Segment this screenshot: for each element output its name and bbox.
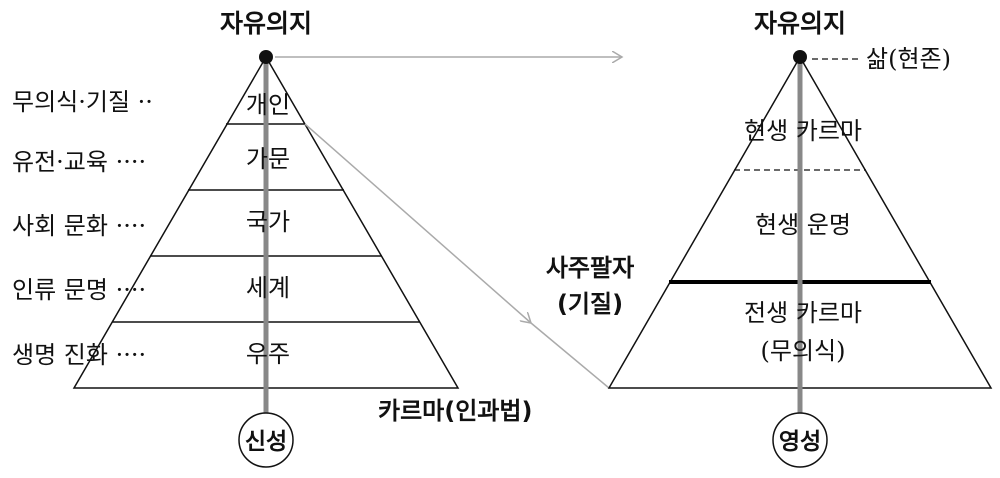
right-lower-label-1: 전생 카르마 <box>744 299 862 327</box>
right-title: 자유의지 <box>754 9 846 38</box>
left-pyramid: 자유의지 개인 가문 국가 세계 우주 무의식·기질 ·· 유전·교육 ····… <box>12 9 532 468</box>
right-side-label-1: 사주팔자 <box>546 254 634 282</box>
left-base-label: 카르마(인과법) <box>378 397 532 425</box>
right-middle-label: 현생 운명 <box>755 211 851 239</box>
left-root-circle <box>238 412 294 468</box>
left-root-label: 신성 <box>245 429 287 455</box>
left-side-label-2: 유전·교육 ···· <box>12 148 146 176</box>
right-pyramid: 자유의지 삶(현존) 현생 카르마 현생 운명 전생 카르마 (무의식) 사주팔… <box>546 9 993 468</box>
left-side-label-4: 인류 문명 ···· <box>12 276 146 304</box>
left-layer-1: 개인 <box>246 91 290 119</box>
line-base-connector <box>530 322 610 389</box>
left-side-label-1: 무의식·기질 ·· <box>12 88 153 116</box>
left-layer-4: 세계 <box>246 274 290 302</box>
right-root-label: 영성 <box>779 429 821 455</box>
left-side-label-3: 사회 문화 ···· <box>12 212 146 240</box>
right-apex-dot <box>793 50 807 64</box>
left-title: 자유의지 <box>220 9 312 38</box>
left-layer-2: 가문 <box>246 145 290 173</box>
left-layer-5: 우주 <box>246 340 290 368</box>
left-side-label-5: 생명 진화 ···· <box>12 341 146 369</box>
right-lower-label-2: (무의식) <box>761 337 846 365</box>
arrow-diagonal-connector <box>304 123 531 323</box>
right-root-circle <box>772 412 828 468</box>
right-upper-label: 현생 카르마 <box>744 117 862 145</box>
right-side-label-2: (기질) <box>557 290 623 318</box>
right-top-note: 삶(현존) <box>866 45 951 73</box>
left-apex-dot <box>259 50 273 64</box>
connector-arrows <box>275 57 622 389</box>
left-layer-3: 국가 <box>246 208 290 236</box>
